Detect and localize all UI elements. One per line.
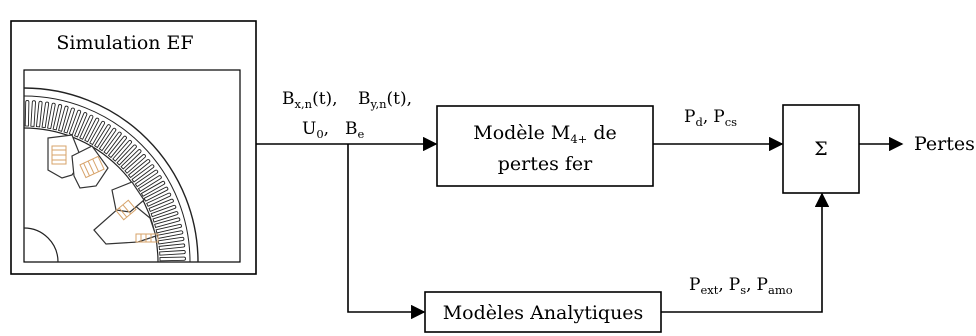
- signal-by: By,n(t),: [358, 89, 412, 111]
- stator-slot: [155, 223, 182, 234]
- stator-slot: [143, 186, 169, 202]
- stator-slot: [134, 169, 159, 188]
- stator-slot: [58, 105, 69, 132]
- stator-slot: [120, 149, 142, 170]
- output-label: Pertes: [914, 133, 975, 155]
- motor-cross-section-image: [23, 69, 241, 263]
- stator-slot: [146, 192, 172, 207]
- stator-slot: [112, 140, 132, 162]
- stator-slot: [148, 198, 174, 213]
- connector-lines: [256, 136, 904, 320]
- signal-be: Be: [345, 119, 365, 141]
- model-analytic-label: Modèles Analytiques: [443, 302, 644, 324]
- arrow-sim-to-analytic: [347, 144, 426, 320]
- stator-slot: [30, 100, 36, 127]
- stator-slot: [152, 211, 179, 223]
- stator-slot: [103, 131, 122, 155]
- stator-slot: [68, 109, 82, 136]
- signal-u0: U0,: [302, 119, 329, 141]
- stator-slot: [159, 250, 186, 256]
- stator-slot: [63, 107, 75, 134]
- simulation-ef-title: Simulation EF: [56, 32, 193, 54]
- stator-slot: [73, 112, 88, 138]
- signal-bx: Bx,n(t),: [282, 89, 338, 111]
- stator-slot: [158, 243, 186, 251]
- stator-slot: [131, 164, 155, 183]
- stator-slot: [94, 124, 111, 149]
- arrow-analytic-to-sum: [660, 192, 830, 313]
- simulation-ef-block: Simulation EF: [10, 20, 257, 275]
- signal-label-fe: Bx,n(t), By,n(t), U0, Be: [282, 89, 412, 141]
- stator-slot: [137, 175, 162, 192]
- signal-pext-ps-pamo: Pext,Ps,Pamo: [689, 275, 793, 297]
- stator-slot: [47, 102, 56, 130]
- stator-slot: [89, 120, 106, 146]
- stator-slot: [150, 204, 177, 218]
- stator-slot: [79, 114, 94, 140]
- sum-symbol: Σ: [814, 138, 827, 160]
- stator-slot: [140, 180, 166, 197]
- signal-pd-pcs: Pd,Pcs: [684, 107, 737, 129]
- stator-slot: [157, 236, 185, 245]
- stator-slot: [35, 100, 43, 128]
- model-m4-line2: pertes fer: [498, 153, 593, 175]
- stator-slot: [154, 217, 181, 228]
- stator-slot: [84, 117, 100, 143]
- stator-slot: [98, 127, 117, 152]
- sum-block: Σ: [782, 104, 860, 194]
- model-analytic-block: Modèles Analytiques: [424, 291, 662, 333]
- stator-slot: [124, 154, 146, 174]
- stator-slot: [107, 135, 127, 159]
- stator-slot: [159, 256, 186, 262]
- stator-slot: [116, 144, 137, 166]
- stator-slot: [156, 230, 184, 239]
- stator-slot: [52, 104, 63, 131]
- model-m4-line1: Modèle M4+ de: [473, 122, 617, 146]
- stator-slot: [127, 159, 151, 179]
- model-m4-block: Modèle M4+ de pertes fer: [436, 105, 654, 187]
- stator-slot: [24, 100, 30, 127]
- stator-slot: [41, 101, 50, 129]
